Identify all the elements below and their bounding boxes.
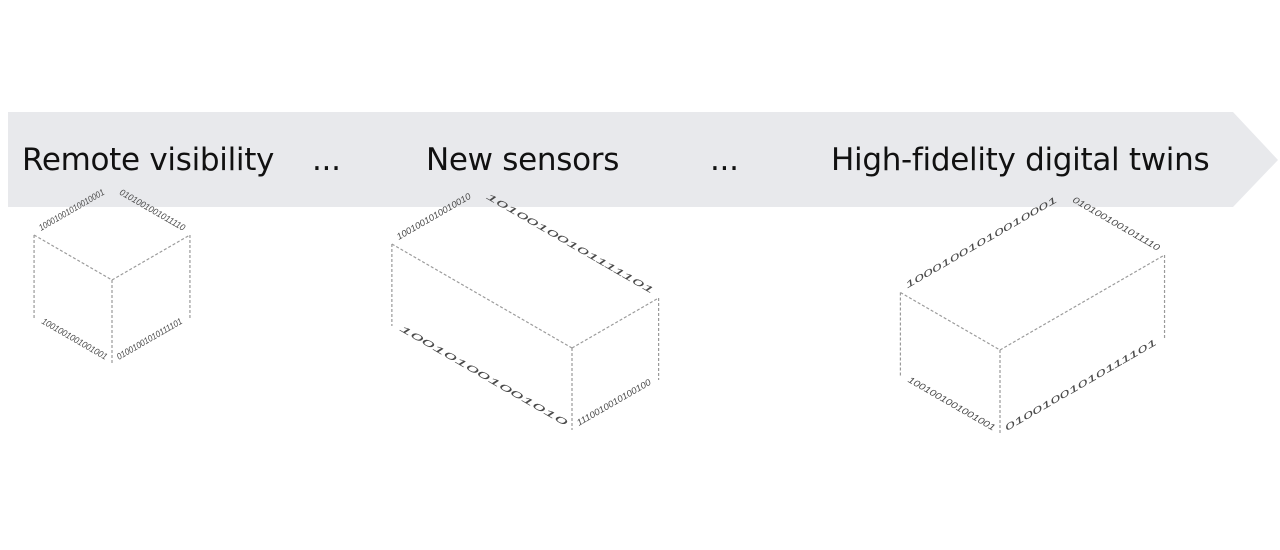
stage-ellipsis-1: ... [312,142,341,178]
binary-text: 10001001010010001 [903,195,1059,291]
binary-text: 01001001010111101 [1003,337,1159,433]
binary-text: 100101001001010 [398,323,569,428]
cube-remote-visibility: 10001001010010001 0101001001011110 1001001… [33,187,191,364]
binary-text: 0101001001011110 [118,187,187,233]
cube-edge [33,234,113,281]
binary-text: 1110010010100100 [575,377,653,428]
binary-text: 1001001010010010 [395,191,473,242]
binary-text: 10100100101111101 [484,191,655,296]
binary-text: 10001001010010001 [37,187,106,233]
binary-text: 1001001001001001 [40,316,109,362]
binary-text: 0101001001011110 [1071,195,1162,253]
stage-high-fidelity-digital-twins: High-fidelity digital twins [831,142,1210,178]
stage-new-sensors: New sensors [426,142,620,178]
stage-ellipsis-2: ... [710,142,739,178]
stage-remote-visibility: Remote visibility [22,142,275,178]
arrow-shape [8,112,1278,207]
binary-text: 01001001010111101 [115,316,184,362]
binary-text: 1001001001001001 [906,375,997,433]
cube-edge [999,254,1165,351]
cube-edge [900,291,1001,351]
cube-edge [571,297,659,349]
cube-edge [111,234,191,281]
